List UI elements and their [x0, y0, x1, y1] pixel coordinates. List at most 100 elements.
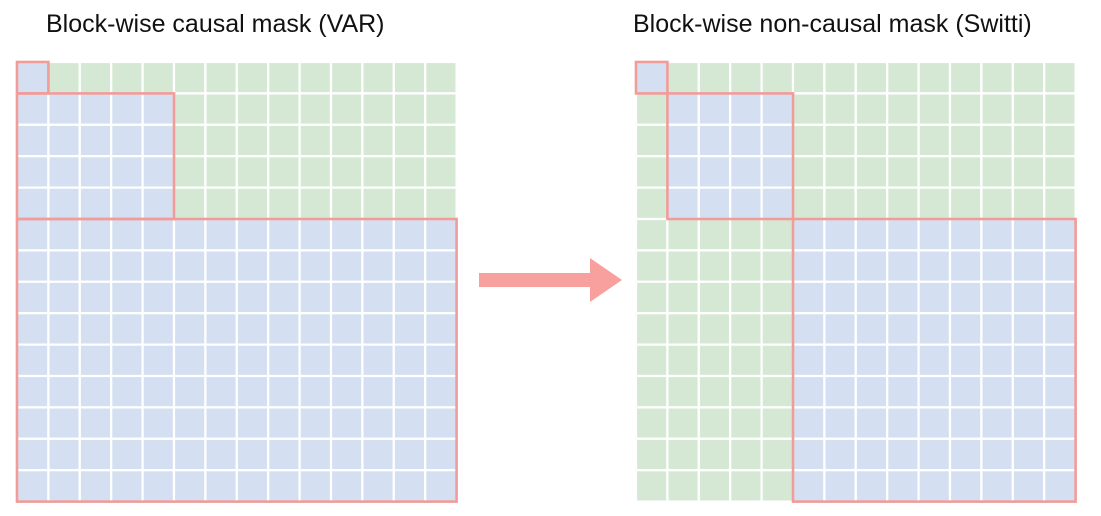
- masked-cell: [791, 123, 826, 158]
- attend-cell: [204, 312, 238, 346]
- attend-cell: [15, 217, 50, 252]
- masked-cell: [854, 123, 889, 158]
- masked-cell: [1011, 155, 1046, 189]
- attend-cell: [980, 374, 1014, 409]
- attend-cell: [141, 217, 176, 252]
- attend-cell: [361, 374, 395, 409]
- attend-cell: [917, 312, 952, 346]
- attend-cell: [948, 469, 983, 503]
- attend-cell: [204, 280, 238, 315]
- attend-cell: [47, 374, 81, 409]
- attend-cell: [235, 249, 270, 283]
- attend-cell: [110, 469, 144, 503]
- attend-cell: [886, 343, 920, 378]
- attend-cell: [235, 343, 270, 378]
- masked-cell: [634, 374, 669, 409]
- attend-cell: [886, 312, 920, 346]
- attend-cell: [948, 312, 983, 346]
- attend-cell: [917, 343, 952, 378]
- masked-cell: [980, 123, 1014, 158]
- attend-cell: [917, 217, 952, 252]
- attend-cell: [235, 406, 270, 440]
- attend-cell: [110, 249, 144, 283]
- masked-cell: [917, 123, 952, 158]
- masked-cell: [78, 60, 113, 95]
- masked-cell: [172, 92, 207, 126]
- attend-cell: [15, 374, 50, 409]
- attend-cell: [1043, 374, 1077, 409]
- attend-cell: [78, 92, 113, 126]
- attend-cell: [854, 437, 889, 472]
- attend-cell: [1011, 343, 1046, 378]
- attend-cell: [424, 312, 458, 346]
- attend-cell: [1011, 280, 1046, 315]
- attend-cell: [729, 155, 763, 189]
- attend-cell: [78, 312, 113, 346]
- attend-cell: [666, 123, 700, 158]
- attend-cell: [329, 217, 364, 252]
- attend-cell: [854, 374, 889, 409]
- attend-cell: [424, 406, 458, 440]
- masked-cell: [791, 155, 826, 189]
- panel-title-var: Block-wise causal mask (VAR): [46, 10, 385, 38]
- masked-cell: [729, 374, 763, 409]
- masked-cell: [235, 92, 270, 126]
- attend-cell: [666, 186, 700, 221]
- masked-cell: [886, 92, 920, 126]
- masked-cell: [1011, 60, 1046, 95]
- attend-cell: [392, 312, 427, 346]
- attend-cell: [917, 406, 952, 440]
- attend-cell: [267, 469, 301, 503]
- masked-cell: [204, 92, 238, 126]
- masked-cell: [235, 186, 270, 221]
- masked-cell: [172, 155, 207, 189]
- masked-cell: [697, 374, 732, 409]
- masked-cell: [424, 186, 458, 221]
- attend-cell: [235, 437, 270, 472]
- attend-cell: [823, 217, 857, 252]
- masked-cell: [392, 155, 427, 189]
- attend-cell: [267, 312, 301, 346]
- masked-cell: [854, 60, 889, 95]
- attend-cell: [78, 186, 113, 221]
- non-causal-mask-grid: [634, 60, 1077, 503]
- masked-cell: [917, 155, 952, 189]
- attend-cell: [392, 437, 427, 472]
- masked-cell: [329, 186, 364, 221]
- attend-cell: [1011, 217, 1046, 252]
- masked-cell: [329, 155, 364, 189]
- masked-cell: [697, 217, 732, 252]
- attend-cell: [329, 437, 364, 472]
- attend-cell: [78, 280, 113, 315]
- attend-cell: [235, 312, 270, 346]
- attend-cell: [424, 469, 458, 503]
- masked-cell: [886, 186, 920, 221]
- attend-cell: [141, 312, 176, 346]
- masked-cell: [760, 406, 795, 440]
- attend-cell: [15, 92, 50, 126]
- attend-cell: [1043, 249, 1077, 283]
- masked-cell: [791, 60, 826, 95]
- block-outline-3: [15, 217, 458, 503]
- masked-cell: [854, 186, 889, 221]
- attend-cell: [267, 343, 301, 378]
- attend-cell: [267, 249, 301, 283]
- masked-cell: [204, 186, 238, 221]
- masked-cell: [760, 249, 795, 283]
- attend-cell: [172, 437, 207, 472]
- attend-cell: [298, 312, 333, 346]
- attend-cell: [886, 469, 920, 503]
- attend-cell: [47, 249, 81, 283]
- attend-cell: [141, 186, 176, 221]
- masked-cell: [634, 280, 669, 315]
- attend-cell: [235, 280, 270, 315]
- attend-cell: [141, 280, 176, 315]
- attend-cell: [141, 469, 176, 503]
- attend-cell: [361, 437, 395, 472]
- masked-cell: [1043, 60, 1077, 95]
- attend-cell: [791, 374, 826, 409]
- attend-cell: [1043, 280, 1077, 315]
- masked-cell: [204, 155, 238, 189]
- attend-cell: [948, 217, 983, 252]
- attend-cell: [424, 280, 458, 315]
